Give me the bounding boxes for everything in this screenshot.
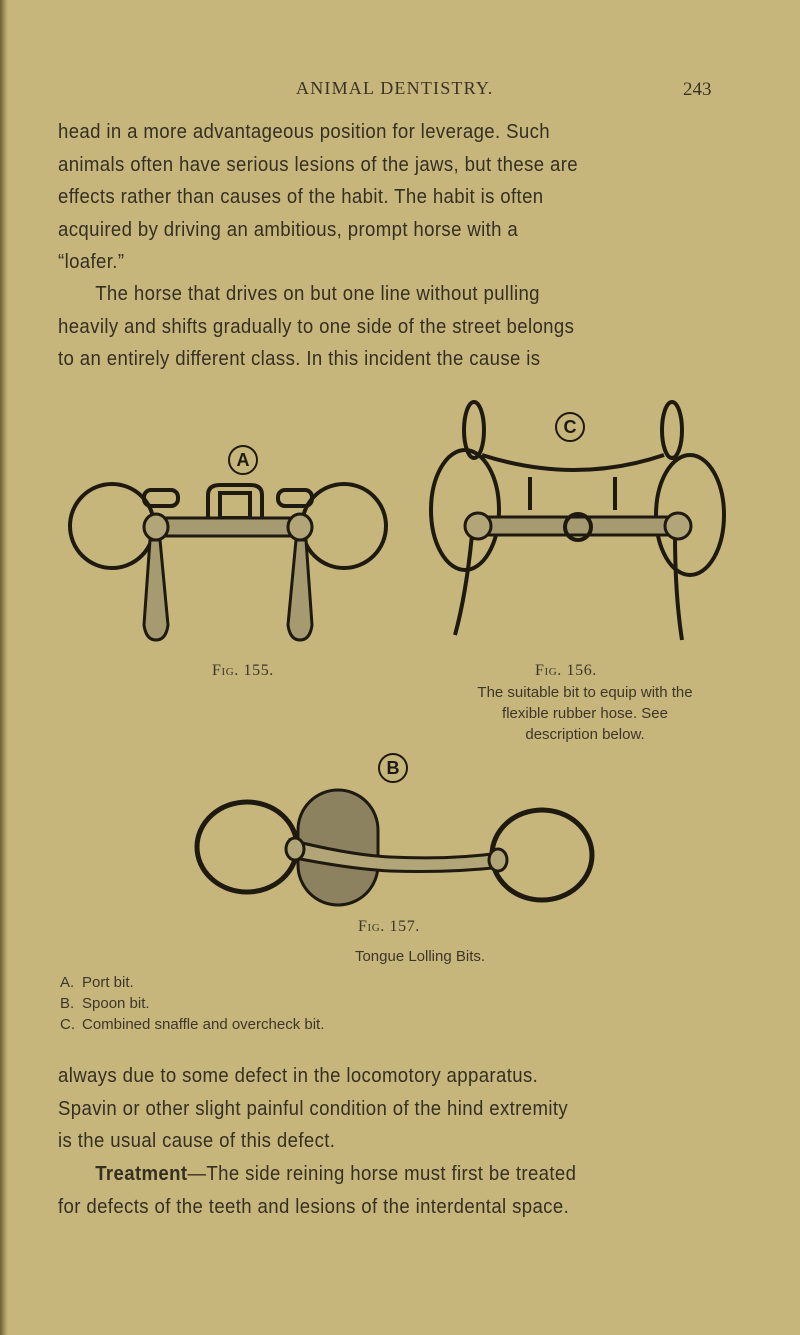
- text-line: The horse that drives on but one line wi…: [95, 283, 540, 305]
- legend-key: C.: [60, 1016, 75, 1033]
- paragraph-1: head in a more advantageous position for…: [58, 116, 742, 279]
- treatment-heading: Treatment: [95, 1163, 188, 1185]
- description-line: flexible rubber hose. See: [502, 705, 668, 722]
- figure-156-caption: Fig. 156.: [535, 662, 597, 679]
- legend-item-a: A. Port bit.: [60, 972, 324, 993]
- legend-label: Combined snaffle and overcheck bit.: [82, 1016, 325, 1033]
- figure-156-description: The suitable bit to equip with the flexi…: [440, 682, 730, 745]
- text-line: acquired by driving an ambitious, prompt…: [58, 218, 519, 241]
- text-line: always due to some defect in the locomot…: [58, 1065, 539, 1087]
- text-line: Treatment—The side reining horse must fi…: [58, 1158, 742, 1191]
- text-line: heavily and shifts gradually to one side…: [58, 315, 575, 338]
- figure-marker-a: A: [228, 445, 258, 475]
- legend-label: Port bit.: [82, 974, 134, 991]
- description-line: The suitable bit to equip with the: [477, 684, 693, 701]
- snaffle-overcheck-bit-illustration: [429, 400, 726, 641]
- text-line: animals often have serious lesions of th…: [58, 153, 579, 176]
- spoon-bit-illustration: [194, 788, 595, 907]
- text-line: Spavin or other slight painful condition…: [58, 1097, 569, 1120]
- figure-157-caption: Fig. 157.: [358, 918, 420, 935]
- figure-marker-c: C: [555, 412, 585, 442]
- legend-item-b: B. Spoon bit.: [60, 993, 324, 1014]
- page-number: 243: [683, 79, 712, 100]
- description-line: description below.: [525, 726, 645, 743]
- text-line: head in a more advantageous position for…: [58, 121, 550, 143]
- legend-key: A.: [60, 974, 75, 991]
- legend-key: B.: [60, 995, 75, 1012]
- paragraph-3: always due to some defect in the locomot…: [58, 1060, 742, 1158]
- paragraph-2: The horse that drives on but one line wi…: [58, 278, 742, 376]
- text-fragment: —The side reining horse must first be tr…: [187, 1163, 577, 1185]
- figure-157-subcaption: Tongue Lolling Bits.: [354, 948, 486, 965]
- paragraph-4: Treatment—The side reining horse must fi…: [58, 1158, 742, 1223]
- figure-legend: A. Port bit. B. Spoon bit. C. Combined s…: [60, 972, 324, 1035]
- figure-155-caption: Fig. 155.: [212, 662, 274, 679]
- text-line: for defects of the teeth and lesions of …: [58, 1195, 570, 1218]
- legend-item-c: C. Combined snaffle and overcheck bit.: [60, 1014, 324, 1035]
- text-line: “loafer.”: [58, 251, 125, 273]
- text-line: is the usual cause of this defect.: [58, 1130, 336, 1152]
- text-line: effects rather than causes of the habit.…: [58, 186, 544, 208]
- running-title: ANIMAL DENTISTRY.: [296, 78, 494, 98]
- port-bit-illustration: [68, 482, 388, 642]
- book-spine-shadow: [0, 0, 8, 1335]
- figure-marker-b: B: [378, 753, 408, 783]
- legend-label: Spoon bit.: [82, 995, 150, 1012]
- text-line: to an entirely different class. In this …: [58, 348, 541, 370]
- page-header: ANIMAL DENTISTRY. 243: [0, 78, 800, 108]
